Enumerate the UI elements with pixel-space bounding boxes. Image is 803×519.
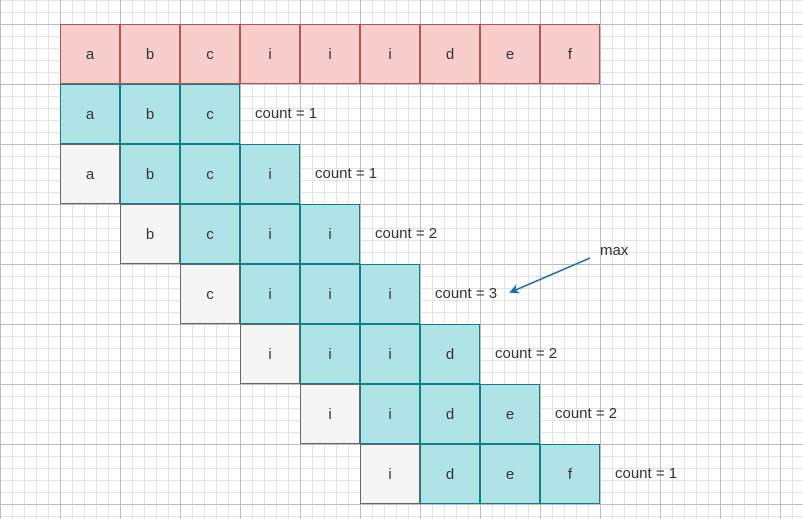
window-cell: i — [360, 324, 420, 384]
window-cell: i — [240, 144, 300, 204]
window-cell: d — [420, 444, 480, 504]
window-cell: i — [300, 264, 360, 324]
window-cell: c — [180, 144, 240, 204]
window-cell: i — [360, 264, 420, 324]
window-cell: f — [540, 444, 600, 504]
window-cell: e — [480, 384, 540, 444]
header-cell: a — [60, 24, 120, 84]
max-arrow-line — [509, 257, 591, 294]
max-label: max — [600, 242, 629, 259]
window-cell: e — [480, 444, 540, 504]
removed-cell: a — [60, 144, 120, 204]
count-label: count = 1 — [615, 465, 678, 482]
header-cell: i — [360, 24, 420, 84]
count-label: count = 2 — [555, 405, 618, 422]
header-cell: c — [180, 24, 240, 84]
window-cell: d — [420, 384, 480, 444]
header-cell: e — [480, 24, 540, 84]
window-cell: d — [420, 324, 480, 384]
window-cell: c — [180, 84, 240, 144]
count-label: count = 3 — [435, 285, 498, 302]
removed-cell: i — [240, 324, 300, 384]
removed-cell: i — [300, 384, 360, 444]
removed-cell: b — [120, 204, 180, 264]
header-cell: i — [300, 24, 360, 84]
window-cell: a — [60, 84, 120, 144]
header-cell: f — [540, 24, 600, 84]
count-label: count = 1 — [255, 105, 318, 122]
window-cell: i — [360, 384, 420, 444]
window-cell: c — [180, 204, 240, 264]
header-cell: i — [240, 24, 300, 84]
window-cell: i — [300, 324, 360, 384]
window-cell: i — [240, 204, 300, 264]
header-cell: d — [420, 24, 480, 84]
window-cell: i — [300, 204, 360, 264]
header-cell: b — [120, 24, 180, 84]
count-label: count = 2 — [375, 225, 438, 242]
window-cell: b — [120, 144, 180, 204]
count-label: count = 1 — [315, 165, 378, 182]
removed-cell: i — [360, 444, 420, 504]
window-cell: i — [240, 264, 300, 324]
window-cell: b — [120, 84, 180, 144]
count-label: count = 2 — [495, 345, 558, 362]
removed-cell: c — [180, 264, 240, 324]
